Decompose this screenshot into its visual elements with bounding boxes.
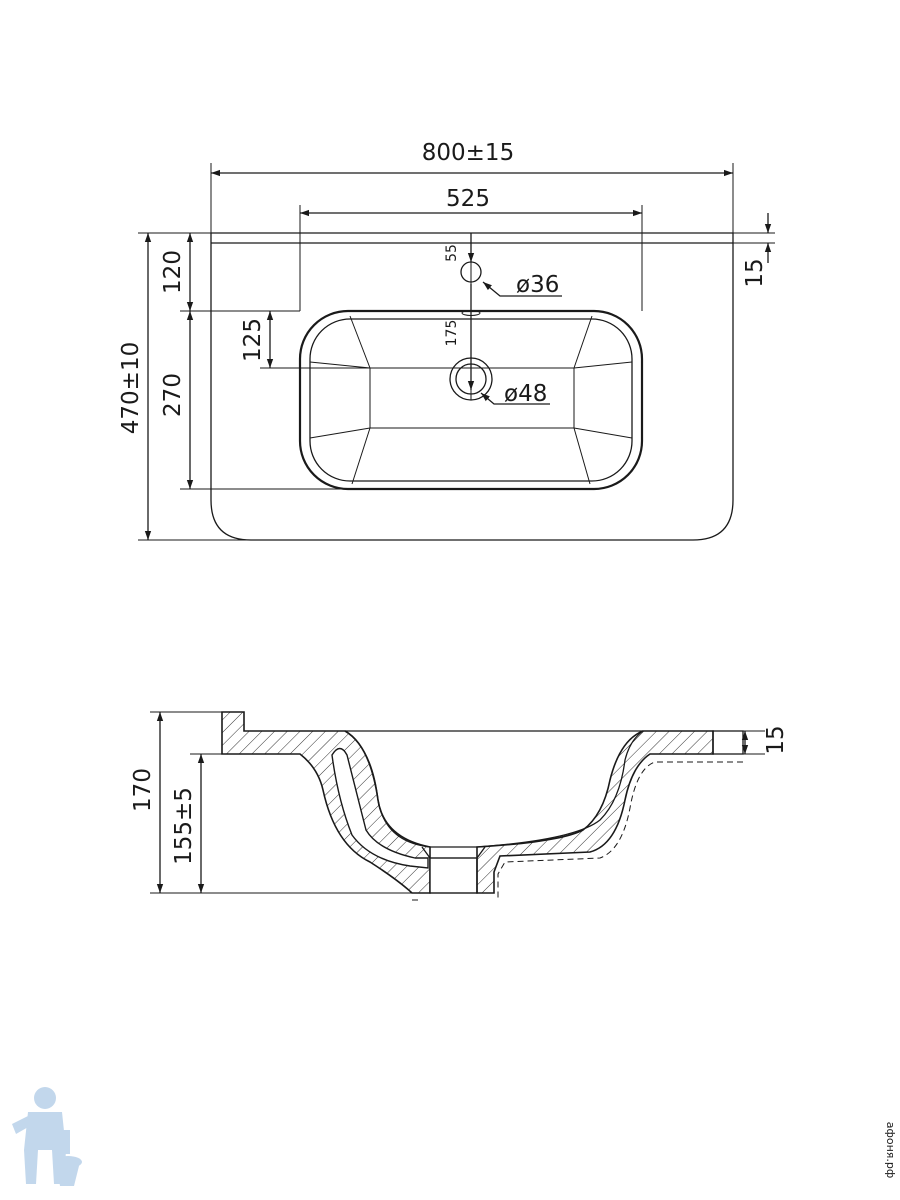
label-depth-total: 470±10 — [118, 342, 144, 434]
label-55: 55 — [444, 244, 460, 262]
bowl-facets — [309, 315, 633, 485]
label-175: 175 — [444, 320, 460, 347]
support-dashed — [497, 761, 743, 900]
label-width-total: 800±15 — [422, 140, 514, 166]
top-view: 800±15 525 470±10 120 270 125 55 175 ø36… — [118, 140, 775, 541]
label-270: 270 — [160, 373, 186, 417]
label-125: 125 — [240, 318, 266, 362]
leader-drain — [480, 392, 550, 405]
label-top-thickness: 15 — [763, 725, 789, 754]
label-drain-hole: ø48 — [504, 381, 547, 407]
label-bowl-width: 525 — [446, 186, 490, 212]
countertop-outline — [210, 232, 734, 541]
section-left-rib — [331, 747, 429, 869]
label-120: 120 — [160, 250, 186, 294]
section-right — [476, 730, 714, 894]
right-lip — [712, 730, 744, 755]
label-faucet-hole: ø36 — [516, 272, 559, 298]
side-view: 170 155±5 15 — [130, 711, 789, 901]
label-height-below: 155±5 — [171, 787, 197, 865]
bowl-inner-section — [344, 730, 644, 848]
leader-faucet — [482, 281, 562, 297]
label-total-height: 170 — [130, 768, 156, 812]
drain-section — [429, 857, 478, 894]
watermark-site: афоня.рф — [884, 1122, 897, 1179]
label-backsplash: 15 — [742, 258, 768, 287]
plumber-mascot-icon — [12, 1087, 82, 1186]
section-left — [221, 711, 431, 894]
drain-chamfer — [421, 846, 486, 859]
